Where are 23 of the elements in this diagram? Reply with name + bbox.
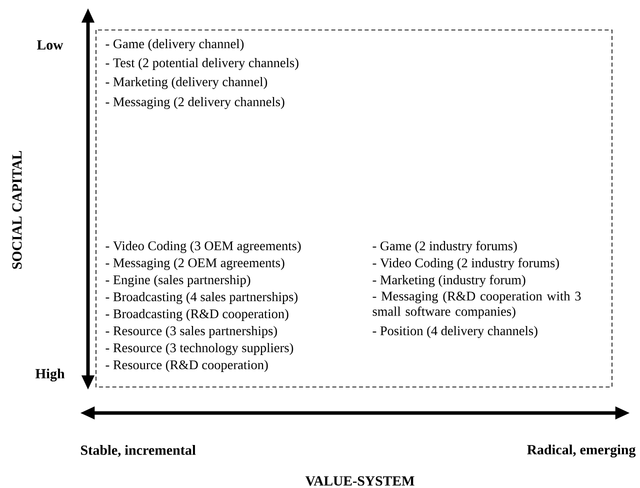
list-item: - Resource (3 sales partnerships) <box>106 326 277 338</box>
axis-label: Radical, emerging <box>527 444 636 458</box>
list-item: - Broadcasting (R&D cooperation) <box>106 308 288 321</box>
list-item: - Marketing (delivery channel) <box>106 76 268 89</box>
list-item: - Position (4 delivery channels) <box>372 326 538 338</box>
axis-label: Low <box>37 40 64 50</box>
list-item: - Messaging (2 OEM agreements) <box>106 258 284 270</box>
axis-label: Stable, incremental <box>81 445 196 457</box>
list-item: - Engine (sales partnership) <box>106 274 250 287</box>
list-item: - Test (2 potential delivery channels) <box>106 58 298 70</box>
list-item: - Marketing (industry forum) <box>372 274 526 288</box>
list-item: - Broadcasting (4 sales partnerships) <box>106 292 298 304</box>
list-item: - Resource (R&D cooperation) <box>106 360 268 372</box>
list-item: - Messaging (2 delivery channels) <box>106 96 284 109</box>
axis-title: SOCIAL CAPITAL <box>12 151 22 269</box>
axis-label: VALUE-SYSTEM <box>305 476 414 486</box>
list-item: - Video Coding (3 OEM agreements) <box>106 240 301 253</box>
list-item: - Messaging (R&D cooperation with 3 small software companies) <box>372 291 581 319</box>
axis-label: High <box>35 368 65 382</box>
list-item: - Resource (3 technology suppliers) <box>106 342 294 355</box>
list-item: - Video Coding (2 industry forums) <box>372 258 559 270</box>
list-item: - Game (2 industry forums) <box>372 240 517 254</box>
list-item: - Game (delivery channel) <box>106 38 244 51</box>
